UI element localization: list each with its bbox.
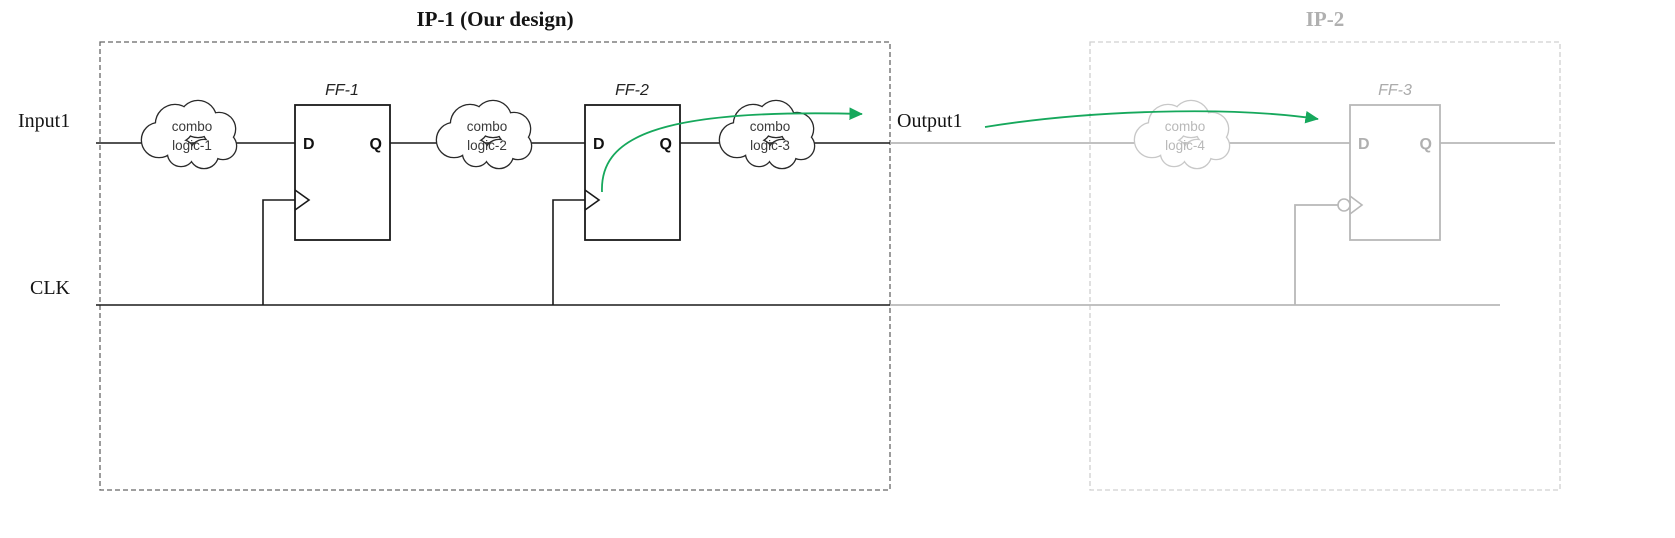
- ff2-d-pin-label: D: [593, 136, 605, 153]
- ff2-q-pin-label: Q: [660, 136, 672, 153]
- combo-logic-3-cloud: combo logic-3: [718, 99, 816, 170]
- flipflop-ff3: FF-3 D Q: [1337, 82, 1441, 241]
- ff3-label: FF-3: [1378, 82, 1412, 99]
- combo-logic-1-line2: logic-1: [172, 138, 212, 153]
- combo-logic-4-line1: combo: [1165, 119, 1206, 134]
- ff3-d-pin-label: D: [1358, 136, 1370, 153]
- ff3-q-pin-label: Q: [1420, 136, 1432, 153]
- output1-label: Output1: [897, 110, 963, 132]
- ff3-clock-pin-icon: [1349, 195, 1364, 215]
- ff2-clock-pin-icon: [584, 189, 601, 211]
- ip2-title: IP-2: [1306, 7, 1345, 31]
- ff3-clock-bubble-icon: [1337, 198, 1351, 212]
- combo-logic-2-line1: combo: [467, 119, 508, 134]
- combo-logic-4-cloud: combo logic-4: [1133, 99, 1231, 170]
- ff2-body: [584, 104, 681, 241]
- combo-logic-2-cloud: combo logic-2: [435, 99, 533, 170]
- clk-branch-ff1: [262, 199, 295, 305]
- ff1-body: [294, 104, 391, 241]
- clk-branch-ff3: [1294, 204, 1338, 305]
- ff1-d-pin-label: D: [303, 136, 315, 153]
- ip1-boundary-box: [99, 41, 891, 491]
- cloud-icon: [435, 99, 533, 170]
- ff3-body: [1349, 104, 1441, 241]
- ff1-label: FF-1: [325, 82, 359, 99]
- combo-logic-2-line2: logic-2: [467, 138, 507, 153]
- ff1-q-pin-label: Q: [370, 136, 382, 153]
- combo-logic-1-cloud: combo logic-1: [140, 99, 238, 170]
- timing-path-arrow-1: [601, 107, 863, 193]
- clk-branch-ff2: [552, 199, 585, 305]
- combo-logic-1-line1: combo: [172, 119, 213, 134]
- flipflop-ff2: FF-2 D Q: [584, 82, 681, 241]
- combo-logic-3-line2: logic-3: [750, 138, 790, 153]
- ff1-clock-pin-icon: [294, 189, 311, 211]
- cloud-icon: [140, 99, 238, 170]
- combo-logic-3-line1: combo: [750, 119, 791, 134]
- flipflop-ff1: FF-1 D Q: [294, 82, 391, 241]
- cloud-icon: [718, 99, 816, 170]
- timing-path-arrow-2: [984, 110, 1319, 128]
- combo-logic-4-line2: logic-4: [1165, 138, 1205, 153]
- ip1-title: IP-1 (Our design): [416, 7, 573, 31]
- input1-label: Input1: [18, 110, 70, 132]
- ff2-label: FF-2: [615, 82, 649, 99]
- clk-label: CLK: [30, 277, 71, 299]
- ip2-boundary-box: [1089, 41, 1561, 491]
